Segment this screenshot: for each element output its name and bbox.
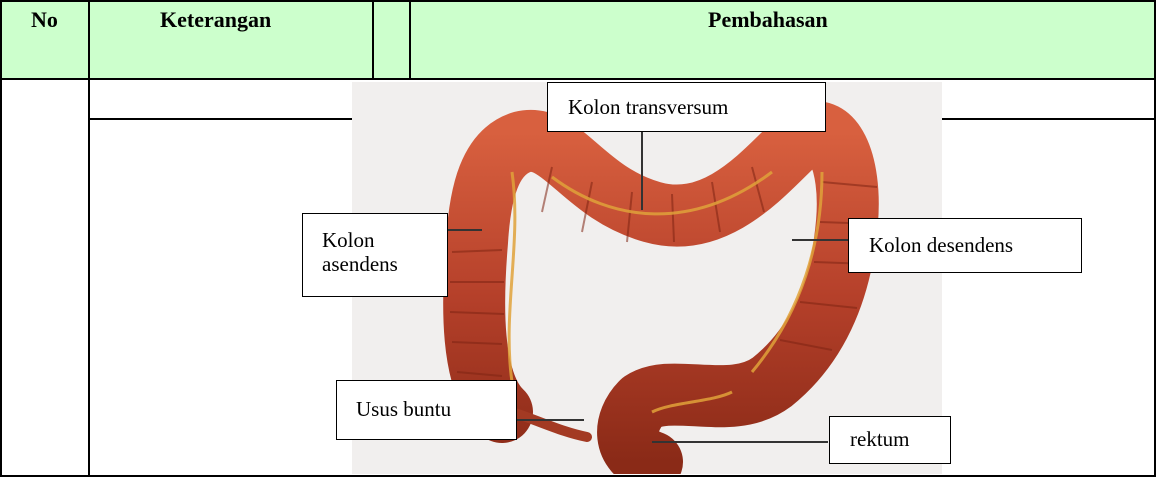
header-no: No [31,8,58,32]
label-rektum: rektum [829,416,951,464]
header-pembahasan: Pembahasan [708,8,828,32]
column-divider-no [88,0,90,477]
label-kolon-transversum: Kolon transversum [547,82,826,132]
label-kolon-desendens: Kolon desendens [848,218,1082,273]
table-border-top [0,0,1156,2]
label-kolon-asendens: Kolon asendens [302,213,448,297]
table-border-left [0,0,2,477]
label-usus-buntu: Usus buntu [336,380,517,440]
column-divider-keterangan [372,0,374,78]
header-divider [0,78,1156,80]
column-divider-spacer [409,0,411,78]
header-keterangan: Keterangan [160,8,271,32]
